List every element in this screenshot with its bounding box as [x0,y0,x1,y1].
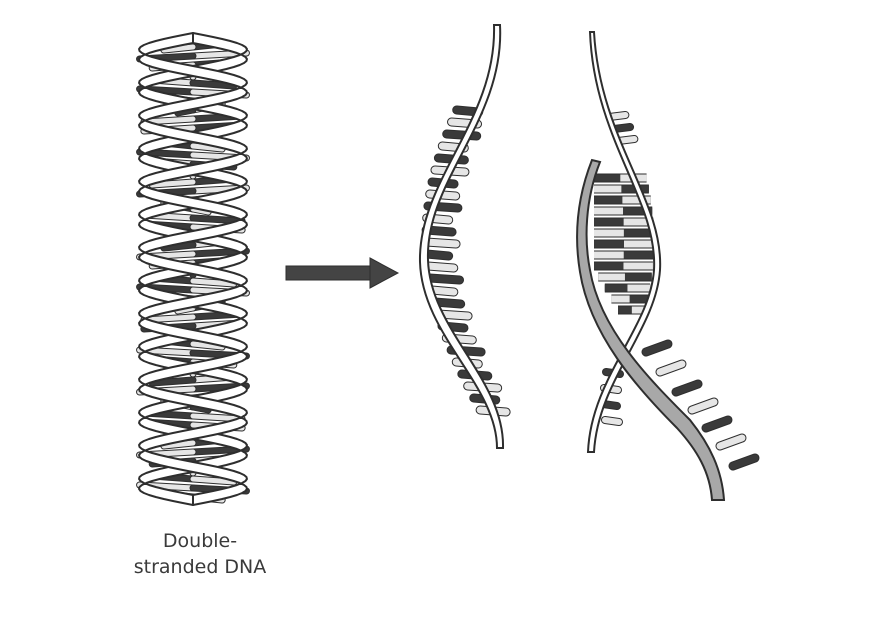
left-strand-backbone [418,24,505,449]
helix-backbone-strands [138,32,248,506]
new-base [716,434,746,450]
left-base [422,238,460,248]
left-base [428,286,458,296]
base-pair-right [149,377,196,386]
left-base [426,274,464,284]
arrow-shaft [285,265,373,281]
new-base [656,360,686,376]
base-pair-right [149,179,196,188]
base-pair-right [190,413,245,422]
new-base [672,380,702,396]
base-pair-right [190,341,225,350]
left-base [431,298,465,308]
double-stranded-dna-helix [136,32,250,506]
new-strand-backbone [576,158,726,501]
base-pair-right [190,278,237,287]
base-pair-right [141,116,196,125]
parent-strand-backbone [586,31,662,453]
arrow-head [369,257,400,289]
base-pair-right [190,215,245,224]
new-base [642,340,672,356]
parent-base [602,417,622,425]
dna-label-line1: Double- [162,530,238,552]
base-pair-right [161,44,196,53]
new-base [729,454,759,470]
base-pair-right [141,314,196,323]
dna-label-line2: stranded DNA [133,556,267,578]
base-pair-right [190,80,237,89]
right-arrow-icon [285,257,400,289]
new-base [688,398,718,414]
separated-strand-left [418,24,511,449]
new-base [702,416,732,432]
left-base [424,262,458,272]
base-pair-right [161,242,196,251]
separated-strand-right-replicating [576,31,760,501]
left-base [423,250,453,260]
helix-strand-b [138,32,248,506]
new-strand-bases [594,173,760,471]
base-pair-right [161,440,196,449]
base-pair-right [190,143,225,152]
base-pair-right [190,476,237,485]
